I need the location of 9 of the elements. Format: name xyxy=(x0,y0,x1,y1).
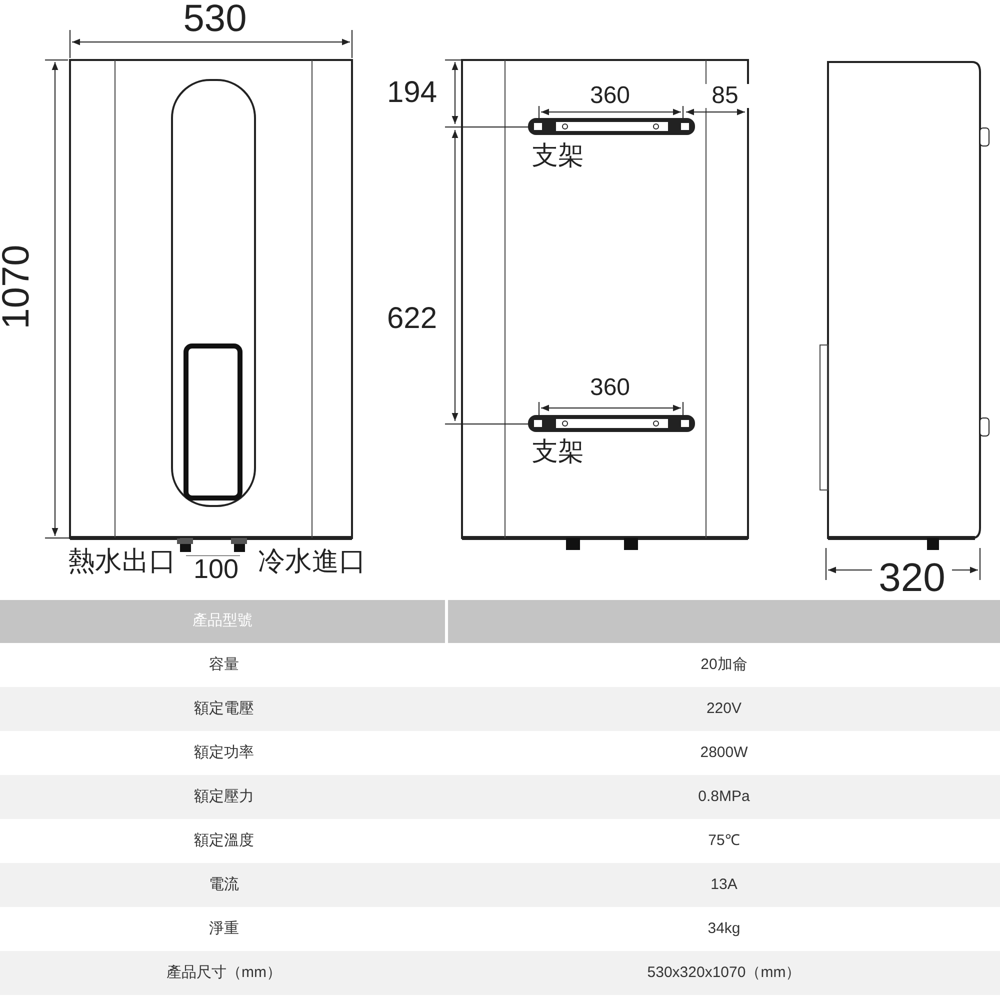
table-cell: 額定壓力 xyxy=(0,775,448,819)
table-cell: 530x320x1070（mm） xyxy=(448,951,1000,995)
table-cell: 電流 xyxy=(0,863,448,907)
table-cell: 0.8MPa xyxy=(448,775,1000,819)
table-cell: 13A xyxy=(448,863,1000,907)
table-cell: 額定電壓 xyxy=(0,687,448,731)
table-cell: 220V xyxy=(448,687,1000,731)
table-header-cell: 產品型號 xyxy=(0,600,445,643)
table-cell: 產品尺寸（mm） xyxy=(0,951,448,995)
